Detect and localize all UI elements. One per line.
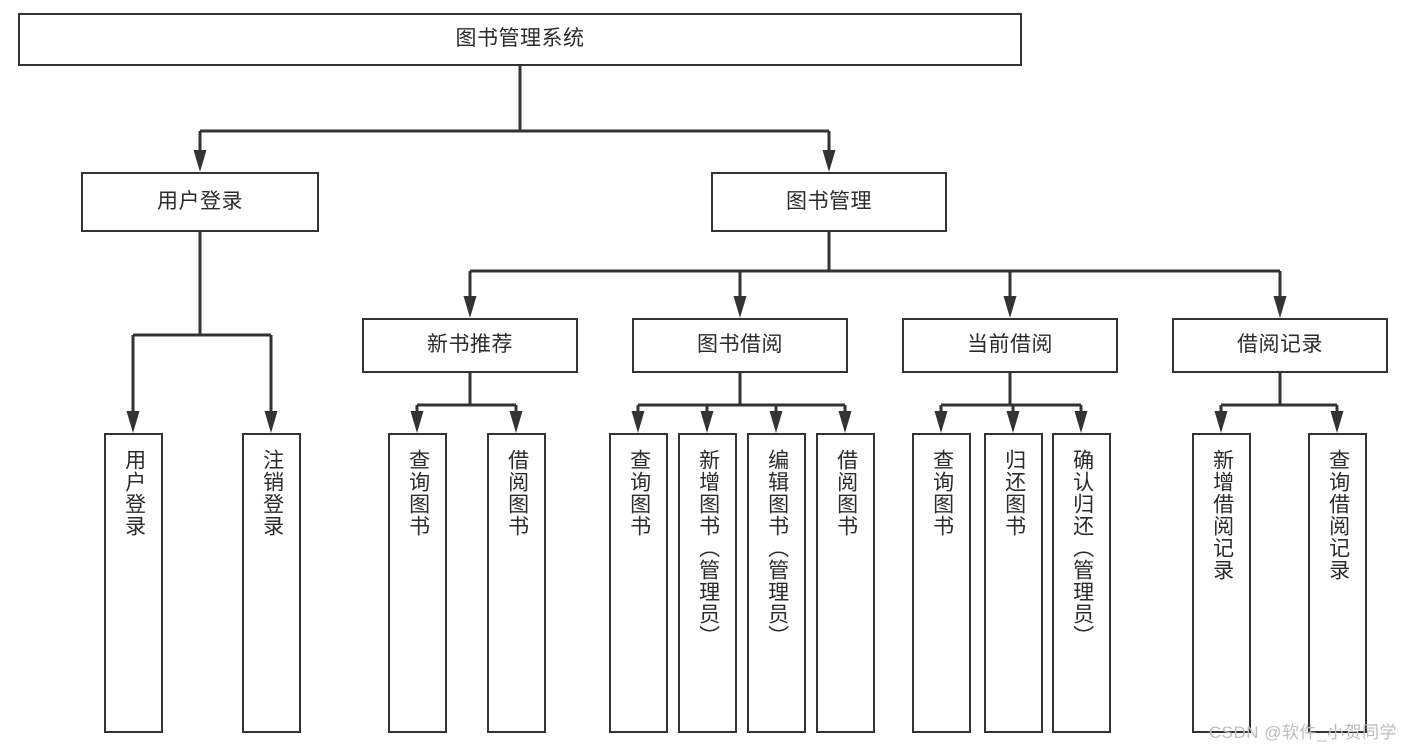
node-leaf-query-record[interactable]: 查询借阅记录: [1308, 433, 1367, 733]
node-label: 用户登录: [157, 189, 243, 213]
node-leaf-query-book-1[interactable]: 查询图书: [388, 433, 447, 733]
node-label: 查询图书: [627, 449, 651, 537]
watermark: CSDN @软件_小贺同学: [1208, 723, 1397, 742]
connector-current-borrow-arrowhead-2: [1074, 411, 1088, 433]
connector-user-login-arrowhead-1: [264, 411, 278, 433]
node-leaf-borrow-book-1[interactable]: 借阅图书: [487, 433, 546, 733]
node-label: 注销登录: [260, 449, 284, 537]
node-label: 新增图书（管理员）: [696, 449, 720, 647]
node-label: 图书借阅: [697, 333, 783, 357]
node-leaf-user-logout[interactable]: 注销登录: [242, 433, 301, 733]
node-leaf-add-record[interactable]: 新增借阅记录: [1192, 433, 1251, 733]
connector-new-book-rec-arrowhead-1: [509, 411, 523, 433]
connector-user-login-arrowhead-0: [126, 411, 140, 433]
node-label: 当前借阅: [967, 333, 1053, 357]
connector-current-borrow-arrowhead-1: [1006, 411, 1020, 433]
node-label: 编辑图书（管理员）: [765, 449, 789, 647]
node-label: 图书管理: [786, 189, 872, 213]
node-label: 借阅图书: [834, 449, 858, 537]
connector-root-arrowhead-1: [822, 150, 836, 172]
node-current-borrow[interactable]: 当前借阅: [902, 318, 1118, 373]
connector-book-borrow-arrowhead-3: [838, 411, 852, 433]
node-borrow-record[interactable]: 借阅记录: [1172, 318, 1388, 373]
node-leaf-query-book-3[interactable]: 查询图书: [912, 433, 971, 733]
connector-borrow-record-arrowhead-1: [1330, 411, 1344, 433]
node-label: 用户登录: [122, 449, 146, 537]
connector-borrow-record-arrowhead-0: [1214, 411, 1228, 433]
node-label: 图书管理系统: [455, 27, 585, 51]
node-label: 归还图书: [1002, 449, 1026, 537]
node-label: 确认归还（管理员）: [1070, 449, 1094, 647]
node-root[interactable]: 图书管理系统: [18, 13, 1022, 66]
connector-root-arrowhead-0: [193, 150, 207, 172]
node-book-manage[interactable]: 图书管理: [711, 172, 947, 232]
node-label: 借阅图书: [505, 449, 529, 537]
connector-book-manage-arrowhead-3: [1273, 296, 1287, 318]
node-leaf-borrow-book-2[interactable]: 借阅图书: [816, 433, 875, 733]
connector-book-borrow-arrowhead-0: [631, 411, 645, 433]
node-leaf-user-login[interactable]: 用户登录: [104, 433, 163, 733]
node-leaf-edit-book[interactable]: 编辑图书（管理员）: [747, 433, 806, 733]
node-leaf-return-book[interactable]: 归还图书: [984, 433, 1043, 733]
connector-book-manage-arrowhead-0: [463, 296, 477, 318]
connector-current-borrow-arrowhead-0: [934, 411, 948, 433]
node-leaf-query-book-2[interactable]: 查询图书: [609, 433, 668, 733]
connector-book-manage-arrowhead-2: [1003, 296, 1017, 318]
node-book-borrow[interactable]: 图书借阅: [632, 318, 848, 373]
node-new-book-rec[interactable]: 新书推荐: [362, 318, 578, 373]
node-label: 查询图书: [930, 449, 954, 537]
connector-new-book-rec-arrowhead-0: [410, 411, 424, 433]
node-leaf-confirm-ret[interactable]: 确认归还（管理员）: [1052, 433, 1111, 733]
node-leaf-add-book[interactable]: 新增图书（管理员）: [678, 433, 737, 733]
connector-book-borrow-arrowhead-2: [769, 411, 783, 433]
connector-book-borrow-arrowhead-1: [700, 411, 714, 433]
node-label: 查询图书: [406, 449, 430, 537]
node-label: 借阅记录: [1237, 333, 1323, 357]
node-label: 新增借阅记录: [1210, 449, 1234, 581]
node-label: 新书推荐: [427, 333, 513, 357]
node-user-login[interactable]: 用户登录: [81, 172, 319, 232]
node-label: 查询借阅记录: [1326, 449, 1350, 581]
connector-book-manage-arrowhead-1: [733, 296, 747, 318]
